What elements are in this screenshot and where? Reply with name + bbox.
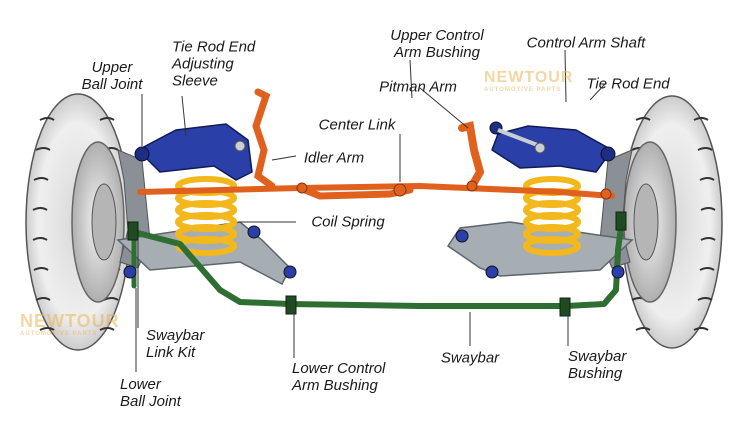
watermark-tagline: AUTOMOTIVE PARTS xyxy=(20,331,98,337)
swaybar-bushings xyxy=(127,211,627,317)
right-wheel xyxy=(621,95,723,349)
label-center-link: Center Link xyxy=(318,116,396,134)
label-upper-control-arm-bushing: Upper Control Arm Bushing xyxy=(390,27,484,61)
left-upper-control-arm xyxy=(134,123,253,181)
label-swaybar: Swaybar xyxy=(440,349,500,367)
watermark-bottom: NEWTOUR AUTOMOTIVE PARTS xyxy=(20,312,120,337)
label-swaybar-bushing: Swaybar Bushing xyxy=(568,348,627,382)
label-idler-arm: Idler Arm xyxy=(303,149,365,167)
watermark-top: NEWTOUR AUTOMOTIVE PARTS xyxy=(484,69,574,94)
label-coil-spring: Coil Spring xyxy=(311,213,385,231)
right-upper-control-arm xyxy=(489,121,616,173)
label-lower-ball-joint: Lower Ball Joint xyxy=(120,376,181,410)
left-wheel xyxy=(25,93,131,351)
label-upper-ball-joint: Upper Ball Joint xyxy=(81,59,143,93)
label-pitman-arm: Pitman Arm xyxy=(379,78,457,96)
steering-linkage xyxy=(137,88,615,200)
label-tie-rod-end-adjusting-sleeve: Tie Rod End Adjusting Sleeve xyxy=(172,38,256,90)
right-lower-control-arm xyxy=(446,221,634,279)
watermark-tagline: AUTOMOTIVE PARTS xyxy=(484,87,562,93)
label-control-arm-shaft: Control Arm Shaft xyxy=(526,34,646,52)
ball-joints xyxy=(123,265,625,279)
watermark-brand: NEWTOUR xyxy=(484,69,574,86)
label-lower-control-arm-bushing: Lower Control Arm Bushing xyxy=(292,360,386,394)
label-tie-rod-end: Tie Rod End xyxy=(586,75,670,93)
leader-lines xyxy=(135,49,606,372)
label-swaybar-link-kit: Swaybar Link Kit xyxy=(146,327,205,361)
watermark-brand: NEWTOUR xyxy=(20,311,120,331)
